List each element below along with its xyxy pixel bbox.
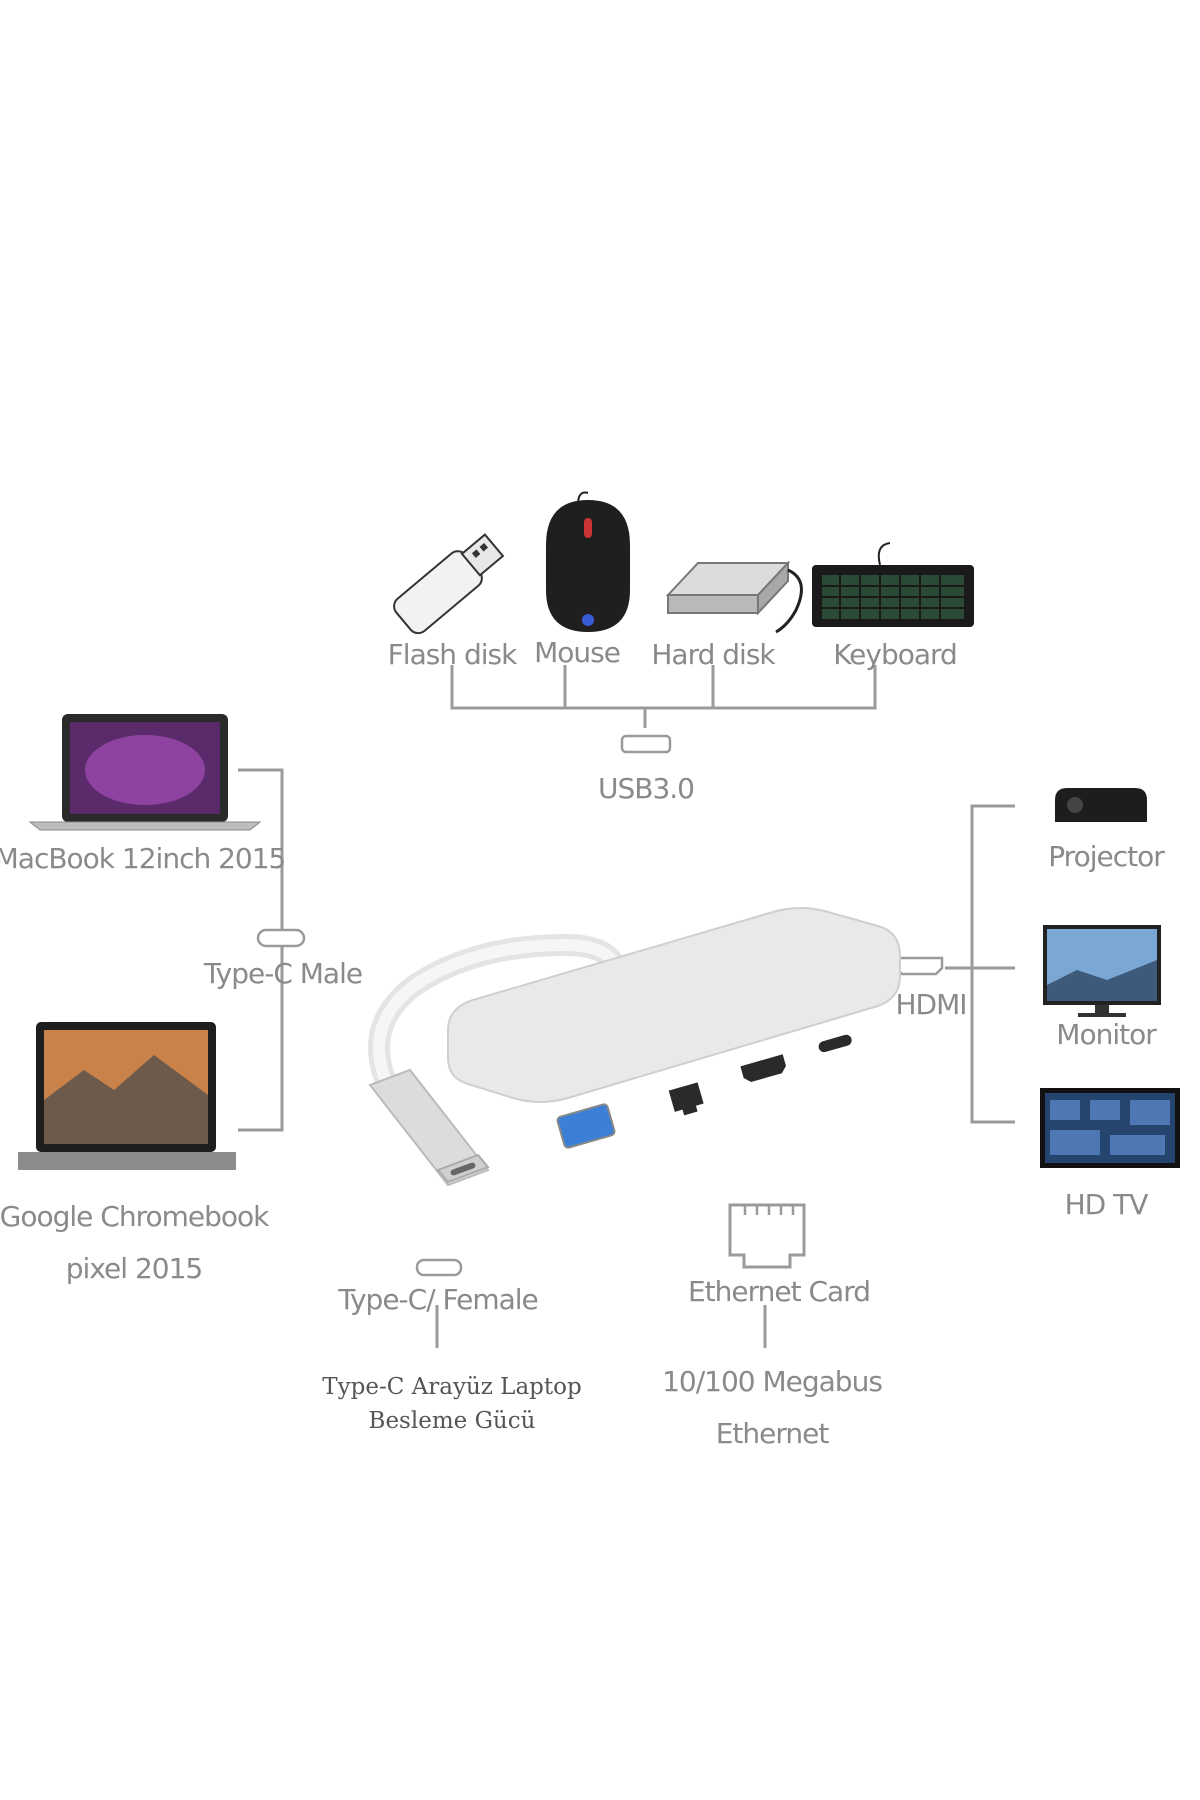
usb-bracket-line (450, 665, 877, 710)
usb-c-hub-image (368, 907, 901, 1187)
typec-port (818, 1034, 852, 1053)
label-typec-male: Type-C Male (203, 957, 363, 990)
flash-disk-icon (393, 533, 505, 635)
label-usb3: USB3.0 (597, 772, 695, 805)
note-typec-line1: Type-C Arayüz Laptop (322, 1374, 582, 1400)
label-monitor: Monitor (1056, 1018, 1156, 1051)
right-bracket-line (970, 804, 1015, 1124)
label-chromebook-line1: Google Chromebook (0, 1200, 269, 1233)
label-macbook: MacBook 12inch 2015 (0, 842, 286, 875)
label-hard-disk: Hard disk (651, 638, 775, 671)
monitor-image (1043, 925, 1161, 1017)
label-projector: Projector (1048, 840, 1164, 873)
macbook-image (28, 714, 262, 831)
connector-lines (238, 665, 1015, 1348)
label-typec-female: Type-C/ Female (338, 1283, 539, 1316)
note-typec-line2: Besleme Gücü (368, 1408, 536, 1434)
usb-port-icon (620, 734, 672, 754)
mouse-icon (546, 491, 630, 632)
label-keyboard: Keyboard (833, 638, 958, 671)
label-hdmi: HDMI (895, 988, 967, 1021)
label-mouse: Mouse (534, 636, 621, 669)
projector-image (1055, 788, 1147, 822)
usb-a-port (556, 1103, 616, 1149)
usb-c-plug (368, 1068, 490, 1187)
label-chromebook-line2: pixel 2015 (65, 1252, 203, 1285)
typec-female-icon (415, 1258, 463, 1277)
hdtv-image (1040, 1088, 1180, 1168)
left-bracket-line (238, 768, 284, 1132)
label-hdtv: HD TV (1064, 1188, 1149, 1221)
chromebook-image (18, 1022, 236, 1170)
label-ethernet-card: Ethernet Card (687, 1275, 871, 1308)
hdmi-port (740, 1054, 786, 1083)
keyboard-icon (812, 542, 974, 627)
typec-male-icon (256, 928, 306, 948)
ethernet-port (668, 1082, 704, 1116)
hard-disk-icon (665, 560, 803, 634)
label-ethernet-speed: 10/100 Megabus (662, 1365, 883, 1398)
label-flash-disk: Flash disk (387, 638, 518, 671)
ethernet-port-icon (728, 1203, 806, 1269)
label-ethernet: Ethernet (715, 1417, 830, 1450)
hdmi-port-icon (894, 956, 944, 976)
